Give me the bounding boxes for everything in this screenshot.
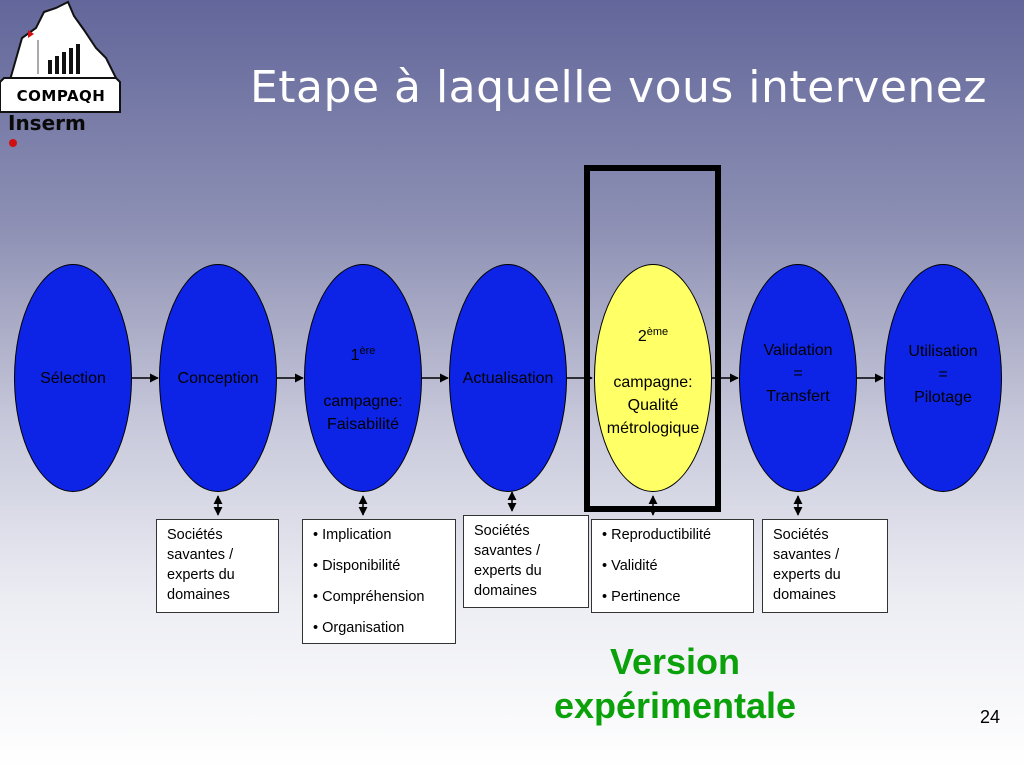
version-label: Version expérimentale — [520, 640, 830, 728]
box-text: Sociétés savantes / experts du domaines — [474, 523, 542, 599]
stage-conception: Conception — [159, 264, 277, 492]
stage-selection: Sélection — [14, 264, 132, 492]
list-item: • Disponibilité — [313, 558, 401, 574]
list-item: • Organisation — [313, 620, 405, 636]
stage-actualisation: Actualisation — [449, 264, 567, 492]
stage-ordinal: ème — [646, 326, 669, 338]
stage-label: Actualisation — [462, 369, 554, 387]
list-item: • Validité — [602, 558, 658, 574]
version-line-2: expérimentale — [553, 685, 797, 726]
stage-label: Sélection — [40, 369, 106, 387]
stage-number: 2 — [637, 328, 647, 345]
compaqh-logo: COMPAQH Inserm — [0, 0, 130, 150]
list-item: • Compréhension — [313, 589, 425, 605]
box-validation: Sociétés savantes / experts du domaines — [762, 519, 888, 613]
highlight-frame — [584, 165, 721, 512]
logo-graphic-icon — [0, 0, 121, 147]
list-item: • Implication — [313, 527, 392, 543]
logo-text: COMPAQH — [16, 87, 106, 105]
box-conception: Sociétés savantes / experts du domaines — [156, 519, 279, 613]
stage-label: Utilisation = Pilotage — [908, 342, 978, 406]
stage-validation: Validation = Transfert — [739, 264, 857, 492]
box-campagne-2: • Reproductibilité • Validité • Pertinen… — [591, 519, 754, 613]
box-actualisation: Sociétés savantes / experts du domaines — [463, 515, 589, 608]
stage-ordinal: ère — [359, 344, 376, 357]
stage-label: Validation = Transfert — [763, 341, 833, 405]
stage-label: Conception — [177, 369, 259, 387]
box-text: Sociétés savantes / experts du domaines — [773, 527, 841, 603]
list-item: • Reproductibilité — [602, 527, 712, 543]
box-campagne-1: • Implication • Disponibilité • Compréhe… — [302, 519, 456, 644]
stage-campagne-2: 2ème campagne: Qualité métrologique — [594, 264, 712, 492]
version-line-1: Version — [609, 641, 741, 682]
stage-label: campagne: Qualité métrologique — [606, 374, 700, 437]
list-item: • Pertinence — [602, 589, 681, 605]
stage-campagne-1: 1ère campagne: Faisabilité — [304, 264, 422, 492]
box-text: Sociétés savantes / experts du domaines — [167, 527, 235, 603]
page-number: 24 — [980, 707, 1001, 727]
inserm-logo-text: Inserm — [8, 111, 86, 135]
stage-label: campagne: Faisabilité — [323, 392, 403, 433]
page-title: Etape à laquelle vous intervenez — [250, 62, 987, 113]
stage-number: 1 — [350, 346, 360, 364]
stage-utilisation: Utilisation = Pilotage — [884, 264, 1002, 492]
